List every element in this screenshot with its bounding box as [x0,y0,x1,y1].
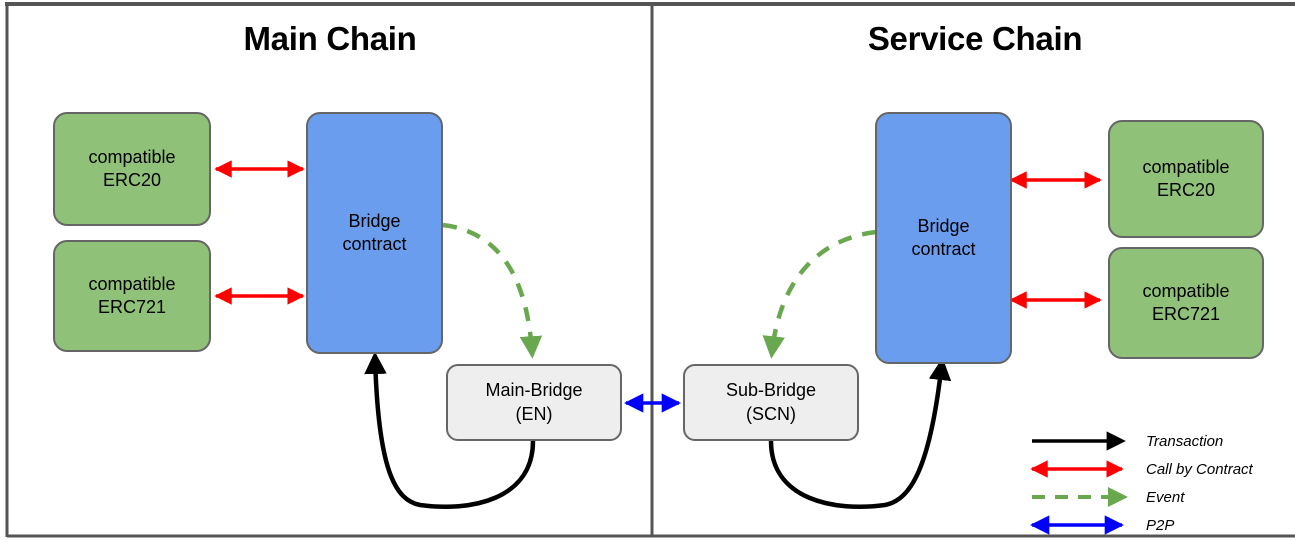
node-label: compatible ERC20 [1142,156,1230,200]
arrow-transaction-service [768,357,952,510]
legend-label-transaction: Transaction [1146,433,1224,450]
node-main-bridge-en[interactable]: Main-Bridge (EN) [446,364,622,441]
node-sub-bridge-scn[interactable]: Sub-Bridge (SCN) [683,364,859,441]
node-main-compatible-erc20[interactable]: compatible ERC20 [53,112,211,226]
node-main-compatible-erc721[interactable]: compatible ERC721 [53,240,211,352]
node-label: compatible ERC721 [1142,280,1230,324]
node-label: Bridge contract [911,215,976,259]
arrow-event-main [442,222,543,359]
panel-title-service-chain: Service Chain [867,20,1083,57]
node-label: Bridge contract [342,210,407,254]
arrow-transaction-main [364,351,536,510]
node-service-bridge-contract[interactable]: Bridge contract [875,112,1012,364]
node-service-compatible-erc721[interactable]: compatible ERC721 [1108,247,1264,359]
node-label: Sub-Bridge (SCN) [725,380,817,424]
node-label: Main-Bridge (EN) [485,380,583,424]
legend-label-call-by-contract: Call by Contract [1146,461,1253,478]
node-label: compatible ERC721 [88,273,176,317]
node-main-bridge-contract[interactable]: Bridge contract [306,112,443,354]
legend-label-event: Event [1146,489,1185,506]
legend-label-p2p: P2P [1146,517,1175,534]
arrow-event-service [762,229,877,359]
node-service-compatible-erc20[interactable]: compatible ERC20 [1108,120,1264,238]
panel-title-main-chain: Main Chain [243,20,417,57]
node-label: compatible ERC20 [88,146,176,190]
